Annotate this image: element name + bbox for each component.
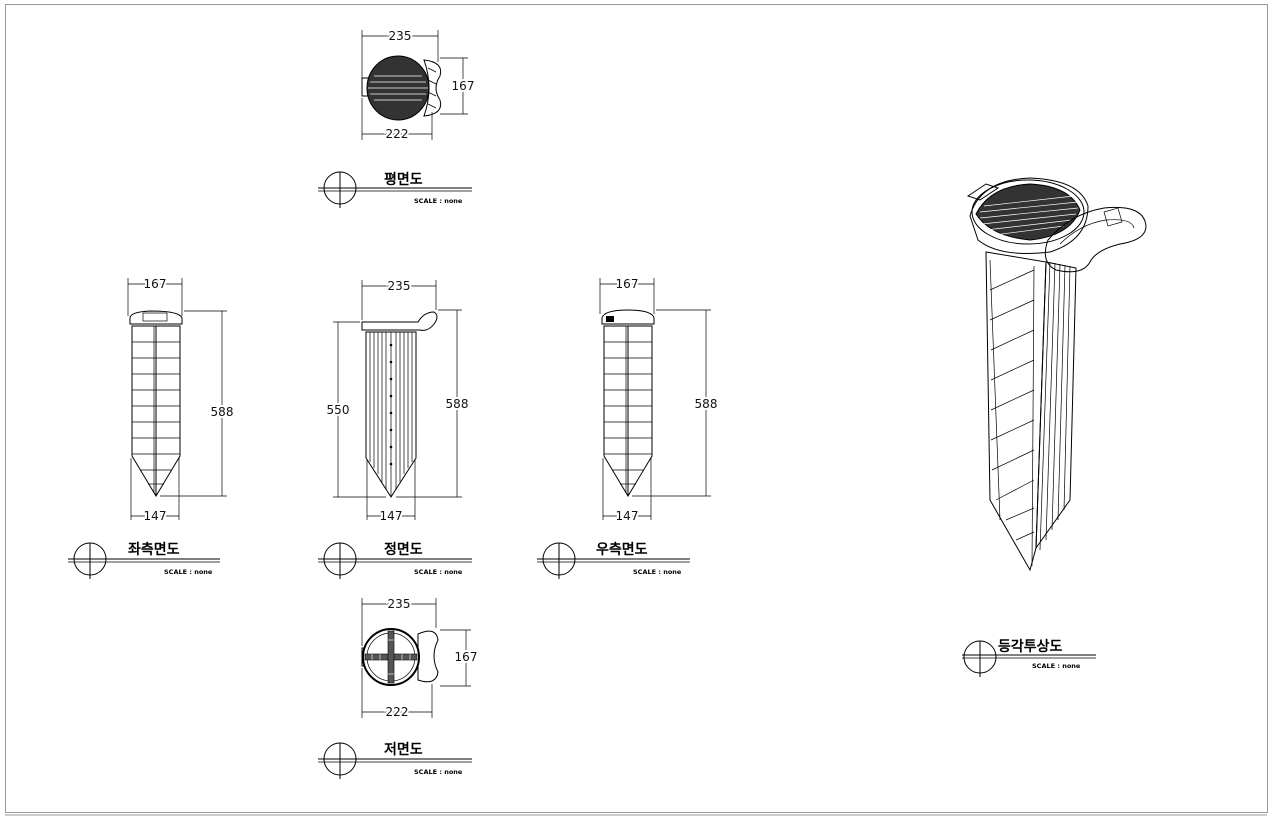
left-side-dimensions <box>127 278 227 520</box>
left-dim-top: 167 <box>144 277 167 291</box>
front-scale: SCALE : none <box>414 568 463 576</box>
bottom-dimensions <box>361 598 471 718</box>
right-dim-top: 167 <box>616 277 639 291</box>
isometric-drawing <box>966 177 1147 572</box>
iso-scale: SCALE : none <box>1032 662 1081 670</box>
front-dim-right: 588 <box>446 397 469 411</box>
right-title-block: 우측면도 SCALE : none <box>537 541 690 579</box>
isometric-view: 등각투상도 SCALE : none <box>962 177 1147 677</box>
plan-dim-right: 167 <box>452 79 475 93</box>
bottom-view-drawing <box>361 628 439 686</box>
left-side-drawing <box>129 310 183 497</box>
right-scale: SCALE : none <box>633 568 682 576</box>
right-side-drawing <box>601 309 655 497</box>
plan-title-block: 평면도 SCALE : none <box>318 171 472 208</box>
bottom-dim-bottom: 222 <box>386 705 409 719</box>
sheet-border <box>5 4 1268 813</box>
front-dim-top: 235 <box>388 279 411 293</box>
left-title: 좌측면도 <box>128 541 180 558</box>
bottom-title: 저면도 <box>384 741 423 758</box>
bottom-dim-top: 235 <box>388 597 411 611</box>
bottom-view: 235 167 222 저면도 SCALE : none <box>318 595 479 779</box>
plan-dimensions <box>361 30 468 140</box>
right-title: 우측면도 <box>596 541 648 558</box>
plan-dim-bottom: 222 <box>386 127 409 141</box>
iso-title: 등각투상도 <box>998 638 1063 655</box>
left-side-view: 167 588 147 좌측면도 SCALE : none <box>68 275 235 579</box>
front-dim-bottom: 147 <box>380 509 403 523</box>
front-dimensions <box>333 280 462 520</box>
plan-view-drawing <box>361 55 442 121</box>
left-title-block: 좌측면도 SCALE : none <box>68 541 220 579</box>
right-dim-bottom: 147 <box>616 509 639 523</box>
bottom-dim-right: 167 <box>455 650 478 664</box>
left-dim-bottom: 147 <box>144 509 167 523</box>
front-dim-left: 550 <box>327 403 350 417</box>
front-view: 235 550 588 147 정면도 SCALE : none <box>318 277 472 579</box>
plan-dim-top: 235 <box>389 29 412 43</box>
plan-title: 평면도 <box>384 171 423 188</box>
plan-view: 235 167 222 평면도 SCALE : none <box>318 27 476 208</box>
left-dim-height: 588 <box>211 405 234 419</box>
front-title: 정면도 <box>384 541 423 558</box>
plan-scale: SCALE : none <box>414 197 463 205</box>
right-dim-height: 588 <box>695 397 718 411</box>
left-scale: SCALE : none <box>164 568 213 576</box>
right-side-dimensions <box>599 278 711 520</box>
front-view-drawing <box>361 311 438 498</box>
iso-title-block: 등각투상도 SCALE : none <box>962 638 1096 677</box>
bottom-title-block: 저면도 SCALE : none <box>318 741 472 779</box>
front-title-block: 정면도 SCALE : none <box>318 541 472 579</box>
right-side-view: 167 588 147 우측면도 SCALE : none <box>537 275 719 579</box>
bottom-scale: SCALE : none <box>414 768 463 776</box>
